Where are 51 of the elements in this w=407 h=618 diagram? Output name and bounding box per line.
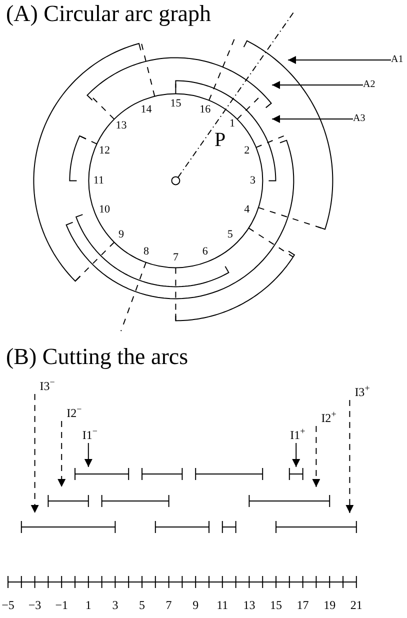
- point-number: 4: [244, 204, 250, 216]
- interval-end-label: I1$^{+}$: [290, 427, 306, 443]
- arc-label: A2: [363, 78, 376, 92]
- arrow: [272, 115, 354, 123]
- axis-tick-label: 9: [192, 599, 199, 611]
- point-number: 14: [140, 104, 152, 116]
- axis-tick-label: 19: [324, 599, 336, 611]
- arc-label: A3: [353, 112, 366, 126]
- interval-end-label: I3$^{+}$: [348, 384, 370, 400]
- point-number: 1: [230, 118, 236, 130]
- axis-tick-label: 3: [112, 599, 118, 611]
- arc-label: A1: [391, 53, 404, 67]
- arrow: [84, 442, 92, 468]
- point-label: P: [214, 130, 226, 150]
- point-number: 3: [250, 175, 256, 186]
- point-number: 10: [99, 204, 110, 216]
- axis-tick-label: 17: [296, 599, 309, 611]
- axis-tick-label: 1: [85, 599, 92, 611]
- interval-end-label: I3$^{−}$: [34, 378, 55, 394]
- point-number: 2: [244, 146, 250, 157]
- axis-tick-label: 5: [139, 599, 145, 611]
- point-number: 8: [143, 246, 149, 258]
- point-number: 16: [200, 104, 211, 116]
- point-number: 7: [172, 252, 178, 264]
- point-number: 11: [93, 175, 104, 186]
- arrow: [272, 81, 364, 89]
- interval-end-label: I2$^{−}$: [60, 405, 82, 421]
- axis-tick-label: −5: [2, 599, 14, 611]
- dashed-arrow: [30, 394, 39, 514]
- panel-title: (A) Circular arc graph: [6, 2, 211, 25]
- axis-tick-label: 21: [350, 599, 362, 611]
- axis-tick-label: −3: [28, 599, 42, 611]
- dashed-arrow: [58, 420, 66, 488]
- dashed-arrow: [312, 426, 320, 488]
- arrow: [292, 442, 300, 468]
- axis-tick-label: −1: [55, 599, 68, 611]
- point-number: 6: [202, 246, 208, 258]
- interval-end-label: I2$^{+}$: [315, 410, 336, 426]
- point-number: 5: [227, 230, 233, 241]
- interval-end-label: I1$^{−}$: [82, 427, 98, 443]
- axis-tick-label: 13: [243, 599, 256, 611]
- axis-tick-label: 15: [270, 599, 282, 611]
- arrow: [288, 56, 392, 64]
- dashed-arrow: [346, 400, 354, 514]
- point-number: 12: [99, 146, 110, 157]
- axis-tick-label: 7: [166, 599, 172, 611]
- point-number: 13: [116, 120, 127, 132]
- point-number: 9: [118, 230, 124, 241]
- axis-tick-label: 11: [216, 599, 228, 611]
- panel-title: (B) Cutting the arcs: [6, 345, 188, 368]
- point-number: 15: [170, 98, 182, 110]
